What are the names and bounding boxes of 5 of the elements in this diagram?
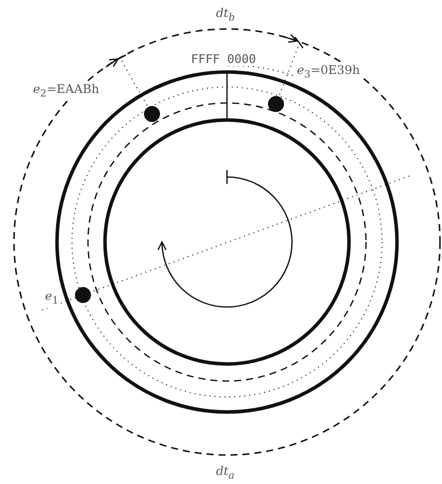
point-label: e$_{2}$=EAABh	[32, 82, 100, 102]
dot-marker	[75, 287, 91, 303]
dot-marker	[144, 106, 160, 122]
dot-marker	[268, 96, 284, 112]
address-label: FFFF 0000	[190, 52, 258, 66]
